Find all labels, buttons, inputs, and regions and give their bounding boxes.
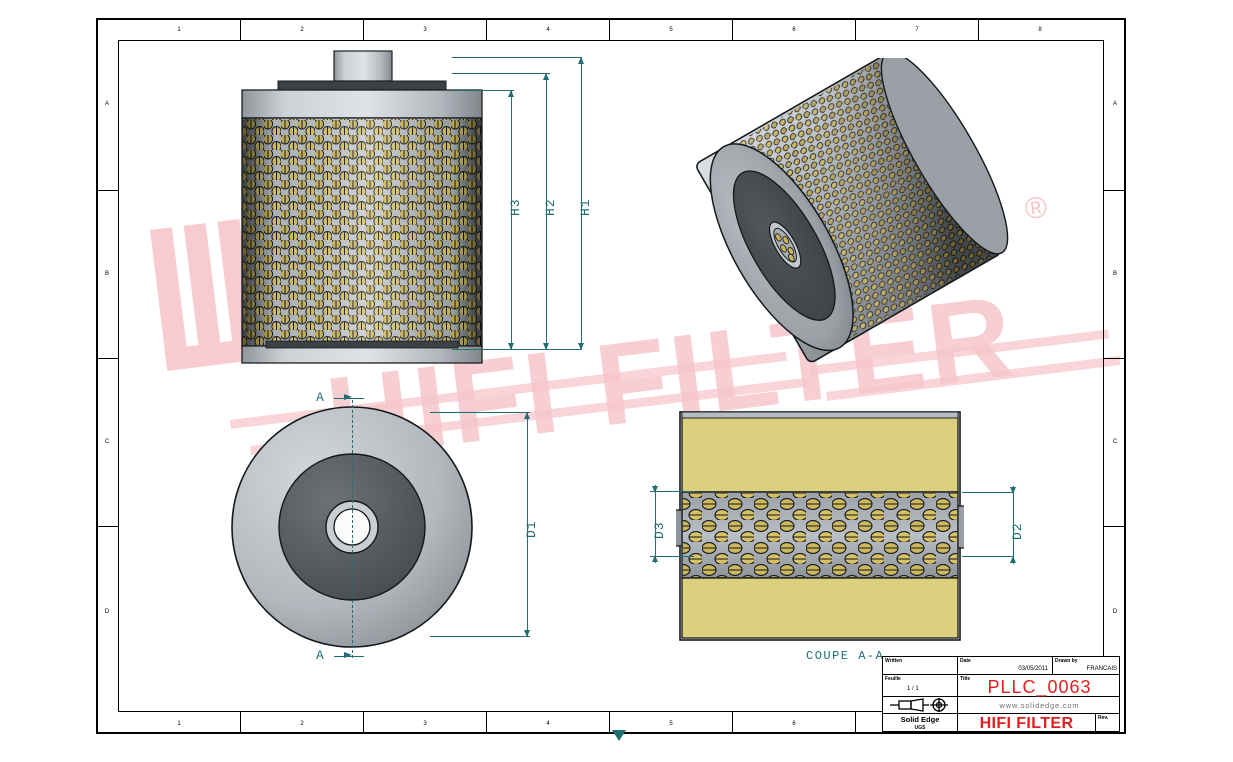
date-key: Date: [960, 658, 971, 664]
title-block-cell-written: Written: [883, 657, 958, 674]
zone-label-col: 3: [423, 721, 427, 727]
sheet-value: 1 / 1: [907, 686, 919, 692]
brand-name: HIFI FILTER: [979, 715, 1074, 732]
title-block: Written Date 03/05/2011 Drawn by FRANCAI…: [882, 656, 1121, 733]
zone-label-col: 3: [423, 27, 427, 33]
dimension-label-d1: D1: [524, 520, 539, 538]
view-isometric: [676, 51, 1021, 363]
title-block-cell-title: Title PLLC_0063: [958, 675, 1121, 697]
section-marker-label-bottom: A: [316, 648, 325, 663]
zone-label-col: 8: [1038, 27, 1042, 33]
zone-label-col: 1: [177, 27, 181, 33]
date-value: 03/05/2011: [1018, 666, 1048, 672]
zone-label-col: 4: [546, 721, 550, 727]
dimension-label-h1: H1: [578, 198, 593, 216]
website-text: www.solidedge.com: [999, 701, 1080, 710]
zone-label-row: C: [1112, 439, 1118, 445]
zone-label-row: A: [1112, 101, 1117, 107]
title-block-cell-sheet: Feuille 1 / 1: [883, 675, 958, 696]
zone-label-col: 5: [669, 27, 673, 33]
title-block-cell-drawn-by: Drawn by FRANCAIS: [1053, 657, 1121, 674]
zone-label-col: 5: [669, 721, 673, 727]
zone-label-row: B: [104, 271, 109, 277]
title-block-cell-brand: HIFI FILTER: [958, 714, 1096, 733]
projection-triangle-icon: [612, 730, 626, 741]
zone-label-col: 6: [792, 721, 796, 727]
drawn-by-key: Drawn by: [1055, 658, 1078, 664]
zone-label-col: 2: [300, 721, 304, 727]
zone-label-col: 7: [915, 27, 919, 33]
zone-label-row: A: [104, 101, 109, 107]
part-number: PLLC_0063: [987, 677, 1092, 697]
title-block-cell-rev: Rev.: [1096, 714, 1121, 733]
title-block-cell-date: Date 03/05/2011: [958, 657, 1053, 674]
title-block-cell-cad: Solid Edge UGS: [883, 714, 958, 733]
rev-key: Rev.: [1098, 715, 1109, 721]
view-section-aa: [669, 410, 977, 642]
section-view-caption: COUPE A-A: [806, 649, 885, 663]
zone-label-row: D: [1112, 609, 1118, 615]
cad-software-name: Solid Edge: [900, 715, 940, 724]
cad-software-sub: UGS: [914, 725, 926, 731]
title-block-cell-website: www.solidedge.com: [958, 697, 1121, 713]
zone-label-col: 1: [177, 721, 181, 727]
title-key: Title: [960, 676, 971, 682]
sheet-key: Feuille: [885, 676, 901, 682]
zone-label-row: B: [1112, 271, 1117, 277]
plan-centerline: [352, 400, 353, 658]
zone-label-col: 6: [792, 27, 796, 33]
drawing-outer-frame: [96, 18, 1126, 734]
drawing-inner-frame: [118, 40, 1104, 712]
dimension-label-d2: D2: [1010, 522, 1025, 540]
zone-label-col: 4: [546, 27, 550, 33]
first-angle-projection-icon: [890, 698, 948, 712]
zone-label-row: C: [104, 439, 110, 445]
dimension-label-d3: D3: [652, 521, 667, 539]
title-block-cell-projection: [883, 697, 958, 713]
written-by-key: Written: [885, 658, 903, 664]
zone-label-row: D: [104, 609, 110, 615]
zone-label-col: 2: [300, 27, 304, 33]
dimension-label-h3: H3: [508, 198, 523, 216]
drawn-by-value: FRANCAIS: [1086, 666, 1117, 672]
section-marker-label-top: A: [316, 390, 325, 405]
dimension-label-h2: H2: [543, 198, 558, 216]
